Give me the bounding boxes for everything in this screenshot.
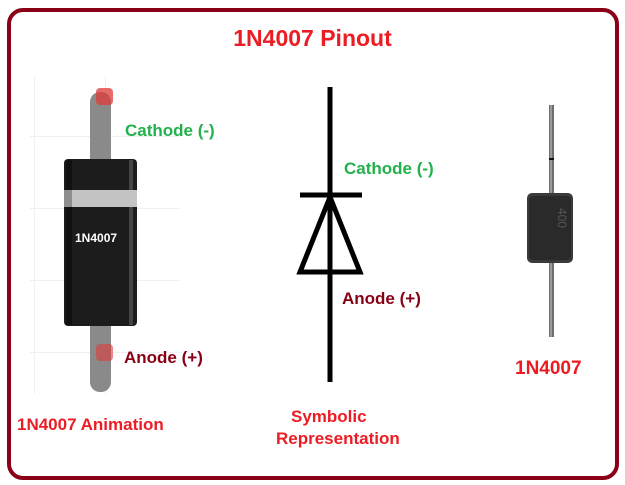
animation-anode-label: Anode (+) <box>124 348 203 367</box>
animation-caption: 1N4007 Animation <box>17 415 164 434</box>
grid-line <box>34 76 35 394</box>
page-title: 1N4007 Pinout <box>233 25 392 51</box>
photo-caption: 1N4007 <box>515 358 582 379</box>
animation-body-text: 1N4007 <box>75 231 118 245</box>
diode-animation-icon <box>64 88 137 392</box>
symbol-caption-line1: Symbolic <box>291 407 367 426</box>
symbol-caption-line2: Representation <box>276 429 400 448</box>
symbol-anode-label: Anode (+) <box>342 289 421 308</box>
svg-text:400: 400 <box>555 208 569 228</box>
diode-photo-icon: 400 <box>527 105 573 337</box>
animation-cathode-label: Cathode (-) <box>125 121 215 140</box>
symbol-cathode-label: Cathode (-) <box>344 159 434 178</box>
diode-symbol-icon <box>296 87 364 382</box>
